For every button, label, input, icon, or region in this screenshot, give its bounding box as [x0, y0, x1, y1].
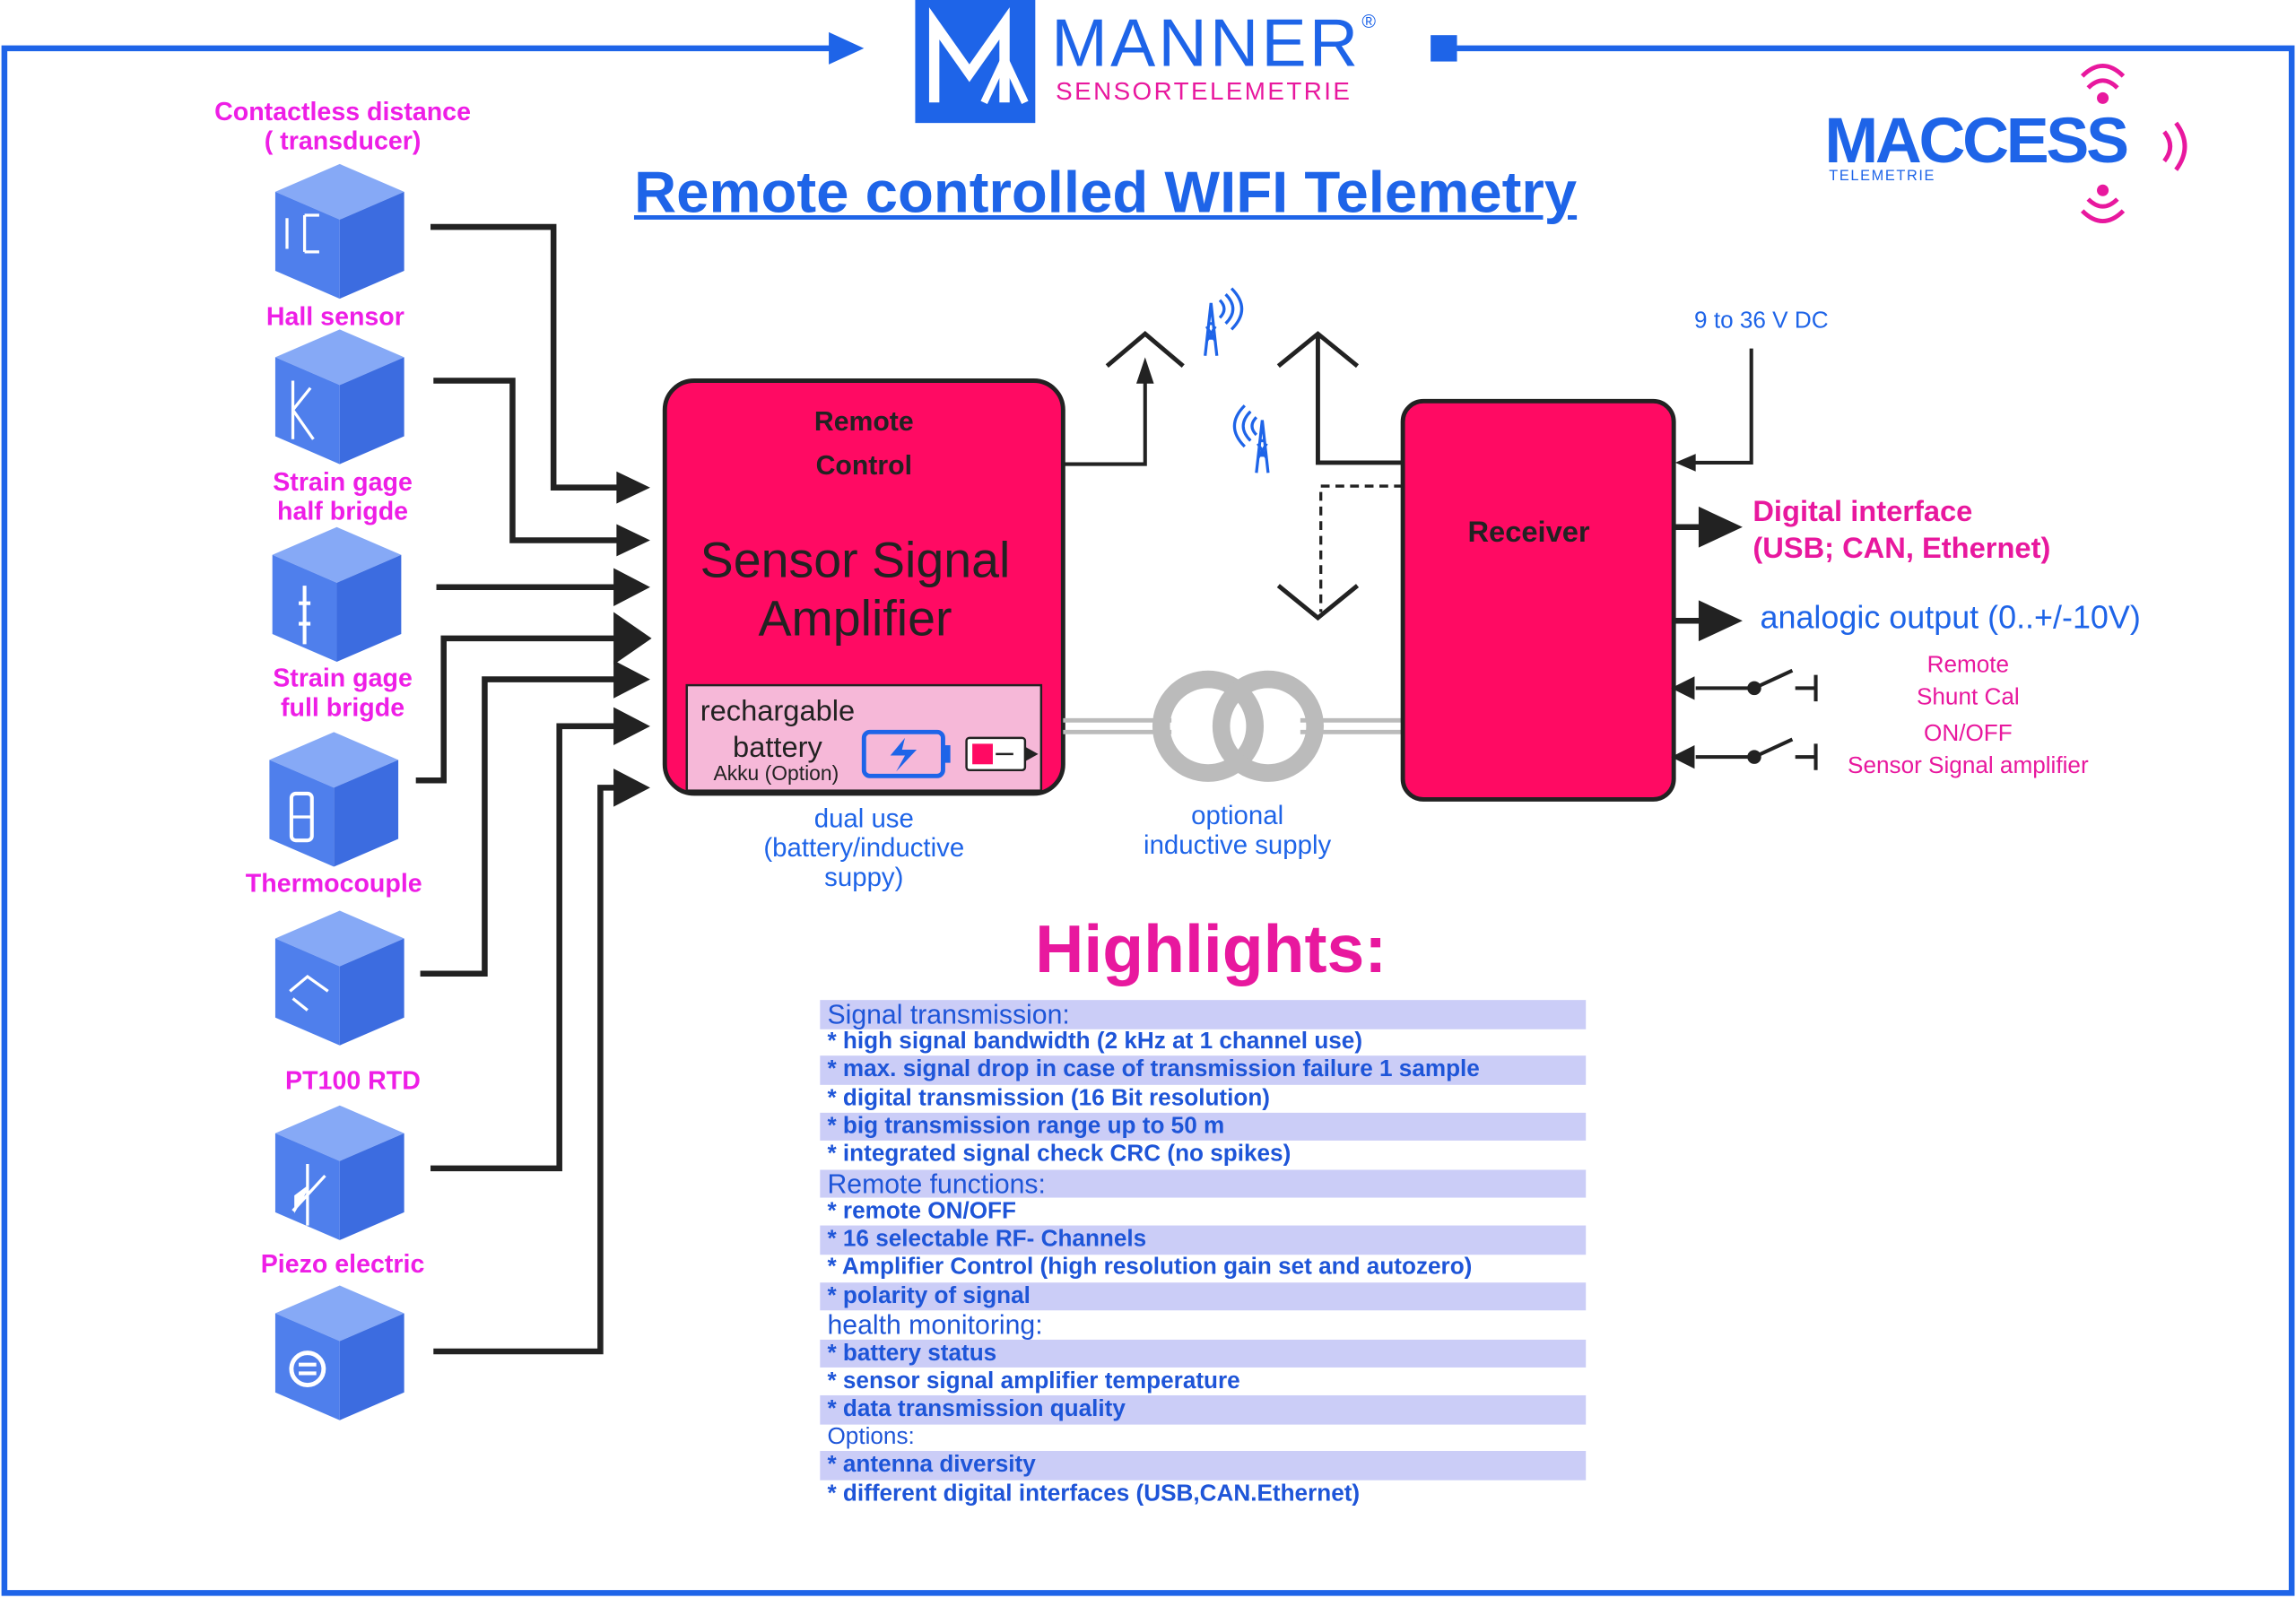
- battery-switch-icon: [965, 736, 1039, 772]
- sensor-label-piezo: Piezo electric: [260, 1248, 425, 1279]
- wifi-signal-icon: [2080, 64, 2187, 223]
- maccess-logo-text: MACCESS: [1824, 105, 2129, 178]
- battery-label: rechargable battery: [700, 695, 856, 765]
- rx-antenna-dashed: [1319, 484, 1404, 612]
- sensor-cubes: [269, 163, 404, 1420]
- analog-output-arrowhead: [1698, 600, 1743, 642]
- analog-output-label: analogic output (0..+/-10V): [1760, 598, 2141, 636]
- digital-interface-label: Digital interface (USB; CAN, Ethernet): [1752, 496, 2051, 566]
- amplifier-title: Sensor Signal Amplifier: [700, 533, 1011, 647]
- maccess-logo-sub: TELEMETRIE: [1829, 168, 1936, 185]
- wifi-dot-icon: [2097, 184, 2109, 196]
- highlight-row: * sensor signal amplifier temperature: [827, 1368, 1240, 1394]
- highlight-row: Remote functions:: [820, 1169, 1587, 1199]
- highlight-row: * battery status: [820, 1339, 1587, 1368]
- highlight-row: * Amplifier Control (high resolution gai…: [827, 1255, 1473, 1281]
- frame-arrow-head: [829, 31, 865, 65]
- power-input-arrowhead: [1674, 454, 1696, 472]
- sensor-wires: [415, 223, 622, 1355]
- highlight-row: * high signal bandwidth (2 kHz at 1 chan…: [827, 1029, 1363, 1055]
- wifi-dot-icon: [2097, 91, 2109, 104]
- distance-transducer-icon: [274, 163, 404, 300]
- inductive-supply-note: optional inductive supply: [1144, 801, 1332, 860]
- shunt-switch-icon: [1671, 668, 1818, 702]
- akku-label: Akku (Option): [713, 761, 839, 786]
- receiver-label: Receiver: [1467, 517, 1590, 550]
- battery-icon: [861, 729, 951, 778]
- brand-registered-mark: ®: [1361, 10, 1377, 32]
- sensor-label-strain-full: Strain gage full brigde: [273, 663, 413, 722]
- onoff-label: ON/OFF Sensor Signal amplifier: [1848, 721, 2089, 779]
- sensor-label-hall: Hall sensor: [265, 301, 404, 331]
- highlight-row: Options:: [827, 1424, 915, 1450]
- sensor-label-thermocouple: Thermocouple: [245, 868, 422, 898]
- page-title: Remote controlled WIFI Telemetry: [633, 161, 1578, 226]
- thermocouple-icon: [274, 910, 404, 1046]
- tx-antenna-symbol: [1105, 331, 1185, 369]
- voltage-note: 9 to 36 V DC: [1694, 308, 1829, 334]
- inductive-coil-icon: [1063, 670, 1404, 782]
- highlight-row: * integrated signal check CRC (no spikes…: [827, 1142, 1292, 1168]
- highlights-title: Highlights:: [1035, 910, 1387, 987]
- radio-tower-icon: [1232, 404, 1270, 473]
- remote-control-label: Remote Control: [813, 405, 914, 481]
- hall-sensor-icon: [274, 329, 404, 465]
- input-arrowheads: [613, 471, 652, 807]
- highlight-row: Signal transmission:: [820, 1000, 1587, 1029]
- brand-subtitle: SENSORTELEMETRIE: [1056, 77, 1352, 106]
- strain-gage-full-icon: [269, 732, 399, 867]
- frame-border: [1, 45, 2295, 1596]
- highlight-row: * digital transmission (16 Bit resolutio…: [827, 1085, 1270, 1111]
- highlight-row: * different digital interfaces (USB,CAN.…: [827, 1481, 1361, 1507]
- tx-antenna-arrowhead: [1135, 357, 1154, 384]
- power-input-line: [1691, 348, 1753, 465]
- highlight-row: * 16 selectable RF- Channels: [820, 1225, 1587, 1255]
- sensor-label-strain-half: Strain gage half brigde: [273, 466, 413, 525]
- shunt-cal-label: Remote Shunt Cal: [1916, 653, 2020, 710]
- strain-gage-half-icon: [272, 526, 402, 662]
- rx-antenna-symbol: [1276, 331, 1404, 465]
- dual-use-note: dual use (battery/inductive suppy): [763, 803, 965, 892]
- tx-antenna-line: [1063, 366, 1147, 466]
- onoff-switch-icon: [1671, 737, 1818, 770]
- radio-tower-icon: [1204, 287, 1244, 356]
- sensor-label-distance: Contactless distance ( transducer): [214, 96, 471, 155]
- digital-output-arrowhead: [1698, 506, 1743, 548]
- highlight-row: * max. signal drop in case of transmissi…: [820, 1055, 1587, 1085]
- piezo-icon: [274, 1285, 404, 1420]
- highlight-row: health monitoring:: [827, 1309, 1043, 1341]
- sensor-label-pt100: PT100 RTD: [285, 1065, 421, 1096]
- highlight-row: * data transmission quality: [820, 1394, 1587, 1424]
- receiver-block: [1400, 398, 1676, 802]
- highlight-row: * polarity of signal: [820, 1281, 1587, 1311]
- manner-logo-icon: [915, 0, 1036, 124]
- pt100-icon: [274, 1105, 404, 1240]
- frame-square-end: [1431, 35, 1457, 62]
- highlight-row: * big transmission range up to 50 m: [820, 1112, 1587, 1142]
- highlight-row: * remote ON/OFF: [827, 1199, 1016, 1224]
- rx-antenna-lower: [1276, 584, 1360, 621]
- highlight-row: * antenna diversity: [820, 1451, 1587, 1481]
- brand-name: MANNER: [1051, 4, 1361, 81]
